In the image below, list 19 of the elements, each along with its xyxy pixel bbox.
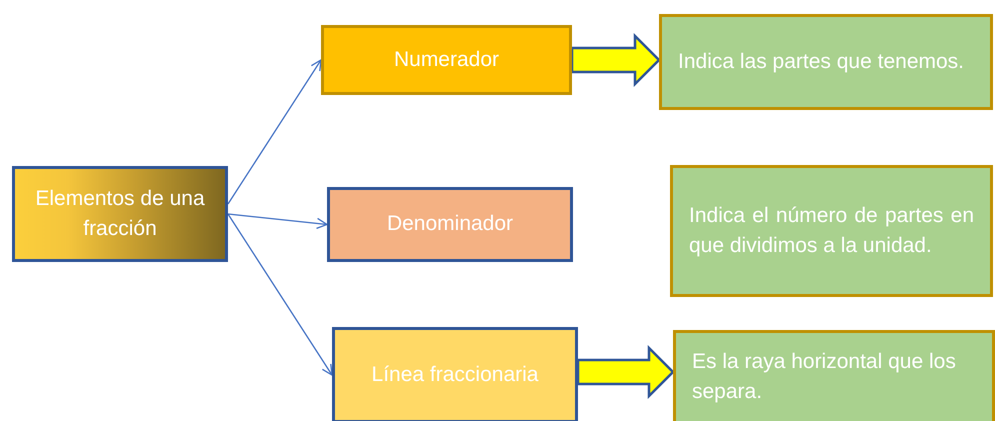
element-box: [321, 25, 572, 95]
box-text: Elementos de una fracción: [34, 186, 206, 242]
description-box: [659, 14, 993, 110]
arrow: [228, 213, 328, 230]
box-text: Es la raya horizontal que los separa.: [692, 348, 957, 405]
box-text: Indica el número de partes en que dividimos a la unidad.: [689, 202, 974, 259]
description-box: [670, 165, 993, 297]
arrow: [227, 214, 333, 376]
block-arrow: [570, 32, 661, 88]
box-text: Línea fraccionaria: [372, 362, 538, 388]
element-box: [327, 187, 573, 262]
box-text: Indica las partes que tenemos.: [678, 48, 964, 75]
element-box: [332, 327, 578, 421]
box-text: Numerador: [394, 46, 500, 73]
description-box: [673, 330, 995, 421]
box-text: Denominador: [386, 211, 514, 238]
arrow: [227, 59, 322, 204]
block-arrow: [576, 344, 675, 400]
topic-box: [12, 166, 228, 262]
